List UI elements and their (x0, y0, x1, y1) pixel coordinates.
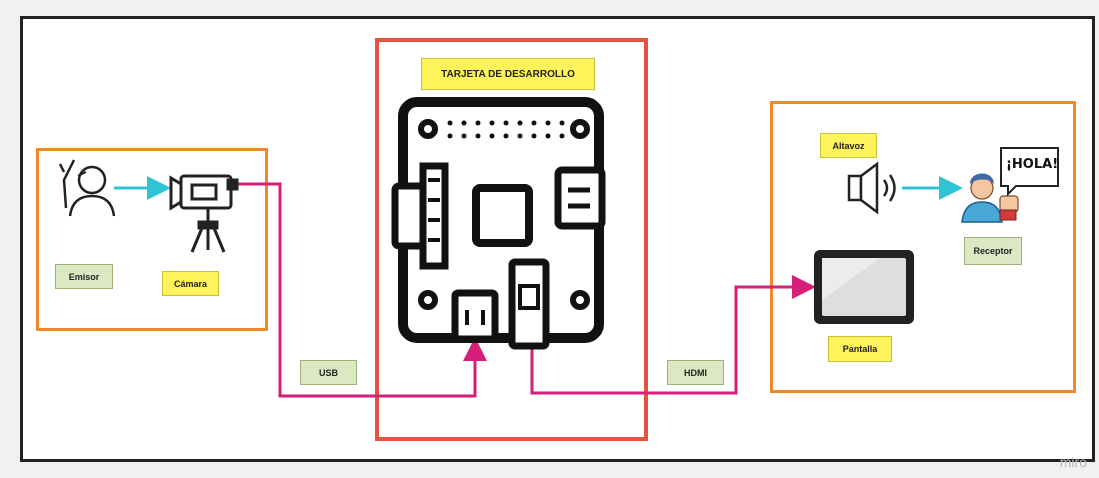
speech-bubble-text: ¡HOLA! (1006, 157, 1058, 172)
monitor-icon (814, 250, 914, 324)
speaker-icon (849, 164, 895, 212)
video-camera-icon (171, 176, 237, 252)
pantalla-label: Pantalla (828, 336, 892, 362)
miro-watermark: miro (1060, 454, 1087, 470)
camara-label: Cámara (162, 271, 219, 296)
receptor-label: Receptor (964, 237, 1022, 265)
hdmi-label: HDMI (667, 360, 724, 385)
usb-label: USB (300, 360, 357, 385)
altavoz-label: Altavoz (820, 133, 877, 158)
emisor-label: Emisor (55, 264, 113, 289)
board-title-label: TARJETA DE DESARROLLO (421, 58, 595, 90)
dev-board-icon (395, 102, 602, 346)
person-gesture-icon (60, 160, 114, 216)
